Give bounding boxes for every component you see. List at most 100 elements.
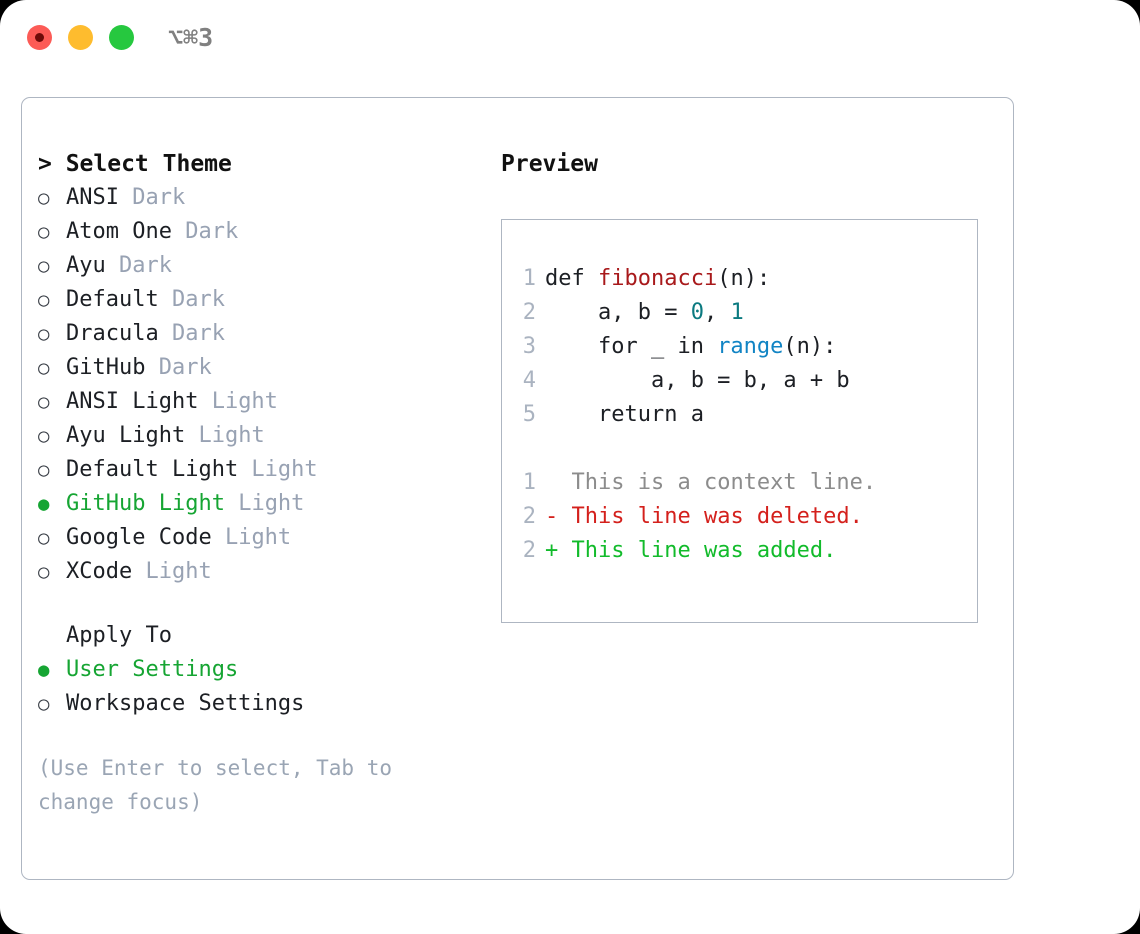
select-theme-header: > Select Theme	[38, 151, 232, 177]
theme-option-google-code[interactable]: ○ Google Code Light	[38, 521, 488, 555]
apply-to-option-label: Workspace Settings	[66, 691, 305, 716]
code-token-num: 1	[730, 300, 744, 325]
diff-text: This is a context line.	[571, 470, 877, 495]
diff-marker: -	[545, 504, 572, 529]
apply-to-section: Apply To ● User Settings ○Workspace Settin…	[38, 619, 488, 721]
radio-unselected-icon: ○	[38, 289, 50, 311]
code-line: 3 for _ in range(n):	[514, 330, 876, 364]
theme-option-kind: Dark	[118, 185, 186, 210]
code-line: 4 a, b = b, a + b	[514, 364, 876, 398]
code-token-plain: a, b =	[545, 300, 691, 325]
theme-option-label: Default	[66, 287, 159, 312]
radio-unselected-icon: ○	[38, 425, 50, 447]
radio-selected-icon: ●	[38, 659, 50, 681]
panel-columns: > Select Theme ○ANSI Dark○Atom One Dark○…	[22, 98, 1013, 879]
theme-option-kind: Light	[224, 491, 305, 516]
theme-option-default[interactable]: ○ Default Dark	[38, 283, 488, 317]
theme-option-label: GitHub Light	[66, 491, 225, 516]
theme-option-label: Atom One	[66, 219, 172, 244]
theme-option-kind: Dark	[171, 219, 239, 244]
theme-option-default-light[interactable]: ○ Default Light Light	[38, 453, 488, 487]
radio-unselected-icon: ○	[38, 459, 50, 481]
diff-text: This line was deleted.	[571, 504, 863, 529]
code-token-call: range	[717, 334, 784, 359]
radio-unselected-icon: ○	[38, 323, 50, 345]
code-token-plain: (n):	[783, 334, 837, 359]
theme-option-label: Ayu Light	[66, 423, 186, 448]
code-line: 2 a, b = 0, 1	[514, 296, 876, 330]
zoom-button[interactable]	[109, 25, 134, 50]
diff-line-del: 2- This line was deleted.	[514, 500, 876, 534]
theme-option-kind: Light	[198, 389, 278, 414]
line-number: 4	[522, 368, 536, 393]
theme-option-ansi-light[interactable]: ○ ANSI Light Light	[38, 385, 488, 419]
line-number: 2	[522, 538, 536, 563]
radio-unselected-icon: ○	[38, 527, 50, 549]
theme-option-label: Dracula	[66, 321, 159, 346]
theme-option-kind: Light	[132, 559, 212, 584]
theme-option-xcode[interactable]: ○ XCode Light	[38, 555, 488, 589]
line-number: 1	[522, 470, 536, 495]
code-token-plain: (n):	[717, 266, 771, 291]
code-token-plain: def	[545, 266, 598, 291]
theme-list: ○ANSI Dark○Atom One Dark○Ayu Dark○Defaul…	[38, 181, 488, 589]
code-token-plain: return a	[545, 402, 704, 427]
code-token-plain: a, b = b, a + b	[545, 368, 850, 393]
theme-option-kind: Light	[185, 423, 265, 448]
radio-unselected-icon: ○	[38, 357, 50, 379]
minimize-button[interactable]	[68, 25, 93, 50]
theme-option-label: Google Code	[66, 525, 212, 550]
code-token-num: 0	[690, 300, 704, 325]
keyboard-hint: (Use Enter to select, Tab to change focu…	[38, 756, 393, 814]
apply-to-option-label: User Settings	[66, 657, 239, 682]
apply-to-option-workspace-settings[interactable]: ○Workspace Settings	[38, 687, 488, 721]
theme-option-github-light[interactable]: ● GitHub Light Light	[38, 487, 488, 521]
theme-option-kind: Light	[238, 457, 318, 482]
line-number: 5	[522, 402, 536, 427]
radio-unselected-icon: ○	[38, 221, 50, 243]
theme-option-ayu-light[interactable]: ○ Ayu Light Light	[38, 419, 488, 453]
theme-option-github[interactable]: ○ GitHub Dark	[38, 351, 488, 385]
close-button[interactable]	[27, 25, 52, 50]
theme-option-kind: Light	[211, 525, 292, 550]
theme-selection-column: > Select Theme ○ANSI Dark○Atom One Dark○…	[38, 147, 488, 819]
diff-marker	[545, 470, 572, 495]
theme-option-label: ANSI	[66, 185, 119, 210]
theme-option-label: Ayu	[66, 253, 106, 278]
code-token-plain: for _ in	[545, 334, 718, 359]
code-token-fn: fibonacci	[597, 266, 718, 291]
theme-option-dracula[interactable]: ○ Dracula Dark	[38, 317, 488, 351]
theme-option-atom-one[interactable]: ○ Atom One Dark	[38, 215, 488, 249]
radio-unselected-icon: ○	[38, 187, 50, 209]
diff-marker: +	[545, 538, 572, 563]
line-number: 3	[522, 334, 536, 359]
title-bar: ⌥⌘3	[0, 0, 1140, 78]
theme-option-kind: Dark	[158, 287, 225, 312]
radio-unselected-icon: ○	[38, 391, 50, 413]
theme-option-label: GitHub	[66, 355, 146, 380]
theme-option-ansi[interactable]: ○ ANSI Dark	[38, 181, 488, 215]
theme-option-label: ANSI Light	[66, 389, 199, 414]
apply-to-header: Apply To	[66, 623, 172, 648]
code-token-plain: ,	[703, 300, 731, 325]
main-panel: > Select Theme ○ANSI Dark○Atom One Dark○…	[21, 97, 1014, 880]
radio-unselected-icon: ○	[38, 561, 50, 583]
radio-selected-icon: ●	[38, 493, 50, 515]
diff-line-add: 2 + This line was added.	[514, 534, 876, 568]
apply-to-option-user-settings[interactable]: ● User Settings	[38, 653, 488, 687]
theme-option-label: XCode	[66, 559, 133, 584]
diff-line-ctx: 1 This is a context line.	[514, 466, 876, 500]
line-number: 2	[522, 300, 536, 325]
theme-option-kind: Dark	[145, 355, 212, 380]
theme-option-label: Default Light	[66, 457, 239, 482]
diff-text: This line was added.	[571, 538, 837, 563]
line-number: 2	[522, 504, 536, 529]
theme-option-kind: Dark	[158, 321, 225, 346]
theme-option-ayu[interactable]: ○Ayu Dark	[38, 249, 488, 283]
window-controls	[27, 25, 134, 50]
